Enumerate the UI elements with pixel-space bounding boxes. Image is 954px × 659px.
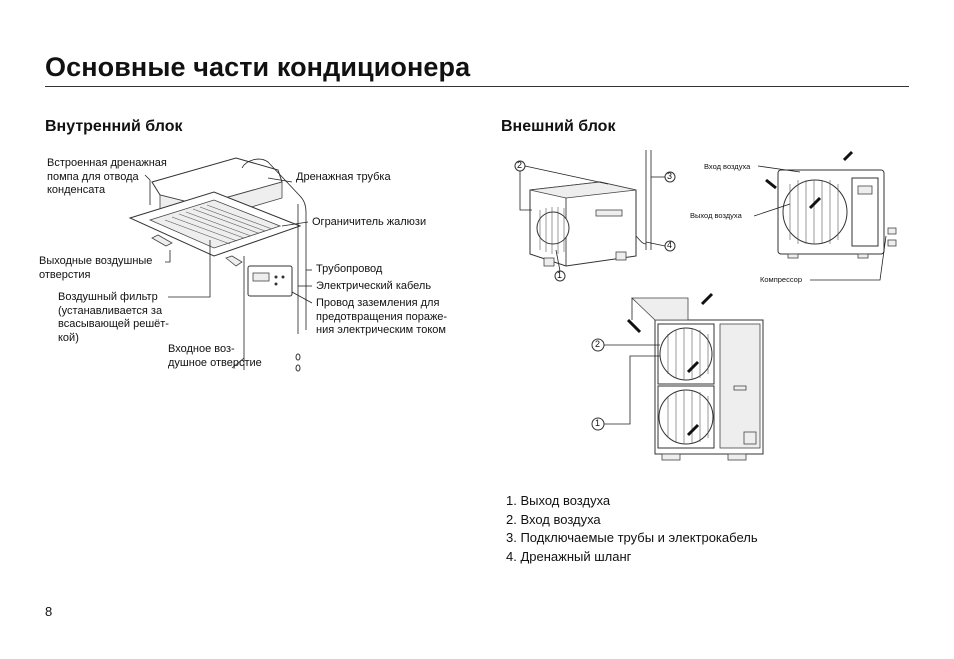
marker-3: 3 bbox=[667, 171, 673, 181]
page-number: 8 bbox=[45, 604, 53, 619]
legend-item: 2. Вход воздуха bbox=[506, 511, 601, 527]
outdoor-unit-title: Внешний блок bbox=[501, 118, 616, 135]
label-drain-pipe: Дренажная трубка bbox=[296, 171, 391, 183]
marker-1-top: 1 bbox=[557, 270, 563, 280]
marker-4: 4 bbox=[667, 240, 673, 250]
label-drain-pump: Встроенная дренажная помпа для отвода ко… bbox=[47, 157, 167, 196]
label-ground-wire: Провод заземления для предотвращения пор… bbox=[316, 297, 448, 336]
label-air-in: Вход воздуха bbox=[704, 162, 751, 171]
label-louver-limiter: Ограничитель жалюзи bbox=[312, 216, 427, 228]
indoor-unit-title: Внутренний блок bbox=[45, 118, 183, 135]
label-air-out: Выход воздуха bbox=[690, 211, 742, 220]
page-title: Основные части кондиционера bbox=[45, 52, 471, 82]
label-air-inlet: Входное воз- душное отверстие bbox=[168, 343, 262, 369]
label-air-outlets: Выходные воздушные отверстия bbox=[39, 255, 153, 281]
marker-2-bottom: 2 bbox=[595, 339, 601, 349]
label-air-filter: Воздушный фильтр (устанавливается за вса… bbox=[58, 291, 169, 344]
label-compressor: Компрессор bbox=[760, 275, 803, 284]
outdoor-legend: 1. Выход воздуха 2. Вход воздуха 3. Подк… bbox=[506, 492, 758, 566]
legend-item: 4. Дренажный шланг bbox=[506, 548, 632, 564]
label-piping: Трубопровод bbox=[316, 263, 383, 275]
marker-1-bottom: 1 bbox=[595, 418, 601, 428]
marker-2-top: 2 bbox=[517, 160, 523, 170]
label-electric-cable: Электрический кабель bbox=[316, 280, 432, 292]
legend-item: 3. Подключаемые трубы и электрокабель bbox=[506, 530, 758, 545]
legend-item: 1. Выход воздуха bbox=[506, 493, 611, 508]
title-divider bbox=[45, 86, 909, 87]
